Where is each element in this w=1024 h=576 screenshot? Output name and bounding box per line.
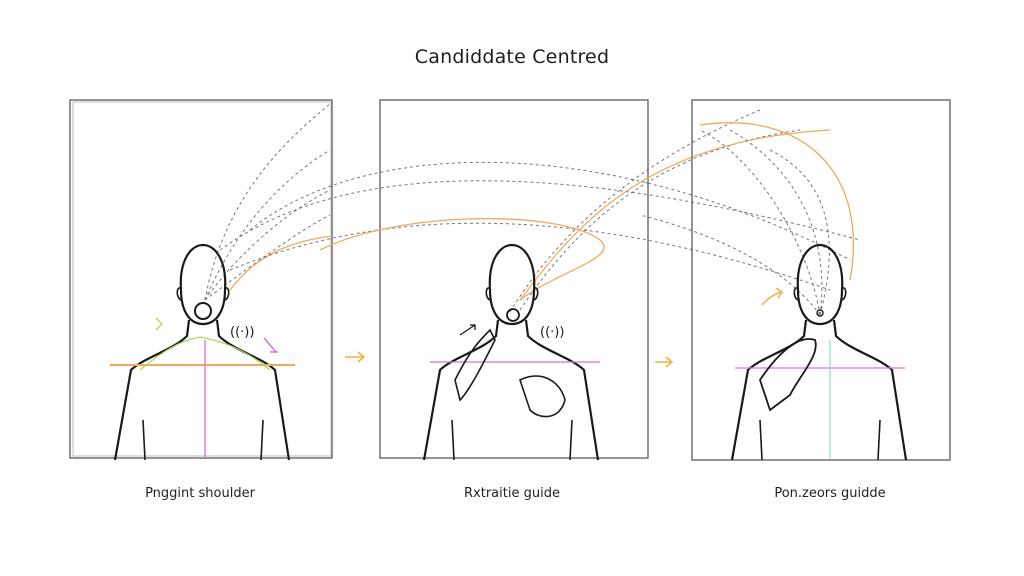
panel-1: ((·)) — [69, 99, 333, 462]
person-figure — [113, 243, 291, 462]
wifi-signal-icon: ((·)) — [230, 325, 254, 340]
panel-2: ((·)) — [219, 99, 861, 462]
hand-at-neck — [759, 338, 817, 412]
hand-right — [519, 375, 566, 418]
pin-icon — [506, 308, 520, 322]
pin-icon — [194, 302, 212, 320]
diagram-title: Candiddate Centred — [414, 46, 610, 68]
arrow-right-icon — [655, 356, 674, 368]
panel-3 — [639, 99, 951, 462]
panel-2-caption: Rxtraitie guide — [464, 486, 560, 501]
wifi-signal-icon: ((·)) — [540, 325, 564, 340]
panel-3-caption: Pon.zeors guidde — [774, 486, 886, 501]
arrow-right-icon — [345, 351, 366, 363]
hand-left — [454, 328, 496, 402]
pin-icon — [816, 309, 824, 317]
panel-1-caption: Pnggint shoulder — [145, 486, 255, 501]
